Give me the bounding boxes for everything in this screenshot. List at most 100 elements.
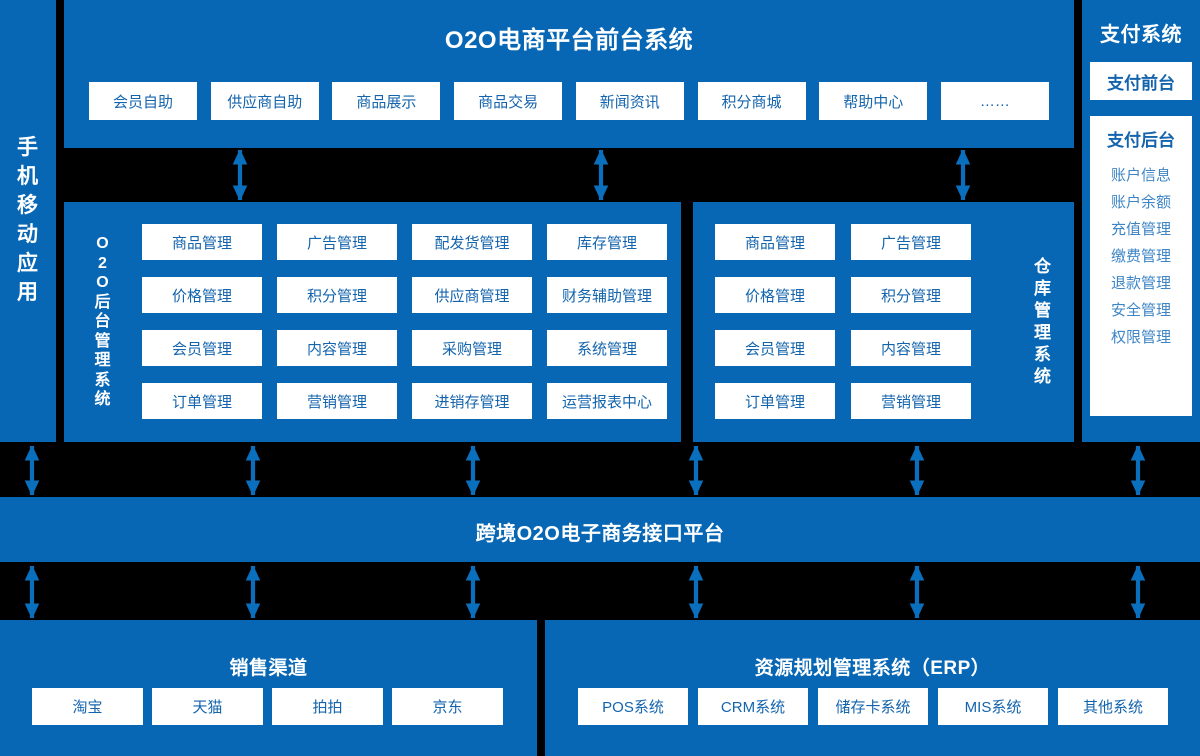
backend-label-char-2: O	[96, 274, 110, 292]
warehouse-label-char-5: 统	[1034, 367, 1052, 387]
backend-label-char-4: 台	[94, 313, 112, 331]
warehouse-management-panel: 商品管理广告管理价格管理积分管理会员管理内容管理订单管理营销管理 仓库管理系统	[693, 202, 1074, 442]
arrow-backend-to-interface-3	[688, 446, 704, 495]
front-end-system-panel: O2O电商平台前台系统 会员自助供应商自助商品展示商品交易新闻资讯积分商城帮助中…	[64, 0, 1074, 148]
backend-module-chip-15[interactable]: 运营报表中心	[547, 383, 667, 419]
arrow-backend-to-interface-1	[245, 446, 261, 495]
backend-label-char-3: 后	[94, 293, 112, 311]
backend-module-chip-4[interactable]: 价格管理	[142, 277, 262, 313]
arrow-backend-to-interface-0	[24, 446, 40, 495]
payment-backend-item-list: 账户信息账户余额充值管理缴费管理退款管理安全管理权限管理	[1111, 158, 1171, 353]
backend-module-chip-13[interactable]: 营销管理	[277, 383, 397, 419]
warehouse-module-grid: 商品管理广告管理价格管理积分管理会员管理内容管理订单管理营销管理	[715, 224, 995, 419]
sales-channel-chip-0[interactable]: 淘宝	[32, 688, 143, 725]
sales-channel-chip-list: 淘宝天猫拍拍京东	[32, 688, 503, 725]
erp-title: 资源规划管理系统（ERP）	[754, 658, 991, 679]
payment-backend-card: 支付后台 账户信息账户余额充值管理缴费管理退款管理安全管理权限管理	[1090, 116, 1192, 416]
front-module-chip-4[interactable]: 新闻资讯	[575, 82, 684, 120]
backend-label-char-5: 管	[94, 332, 112, 350]
backend-label-char-1: 2	[98, 254, 108, 272]
payment-backend-item-1[interactable]: 账户余额	[1110, 194, 1171, 211]
warehouse-module-chip-7[interactable]: 营销管理	[851, 383, 971, 419]
warehouse-module-chip-5[interactable]: 内容管理	[851, 330, 971, 366]
front-module-chip-2[interactable]: 商品展示	[332, 82, 441, 120]
arrow-interface-to-channel-3	[688, 566, 704, 618]
mobile-label-char-1: 机	[17, 165, 39, 189]
front-module-chip-7[interactable]: ……	[940, 82, 1049, 120]
payment-frontend-chip[interactable]: 支付前台	[1090, 62, 1192, 100]
backend-module-chip-1[interactable]: 广告管理	[277, 224, 397, 260]
backend-module-chip-3[interactable]: 库存管理	[547, 224, 667, 260]
warehouse-label-char-4: 系	[1034, 345, 1052, 365]
payment-backend-item-4[interactable]: 退款管理	[1110, 275, 1171, 292]
backend-module-chip-7[interactable]: 财务辅助管理	[547, 277, 667, 313]
payment-backend-item-0[interactable]: 账户信息	[1110, 167, 1171, 184]
payment-backend-item-5[interactable]: 安全管理	[1110, 302, 1171, 319]
front-end-system-title: O2O电商平台前台系统	[444, 27, 694, 54]
backend-module-chip-0[interactable]: 商品管理	[142, 224, 262, 260]
mobile-label-char-0: 手	[17, 136, 39, 160]
backend-module-chip-10[interactable]: 采购管理	[412, 330, 532, 366]
arrow-interface-to-channel-0	[24, 566, 40, 618]
front-module-chip-6[interactable]: 帮助中心	[819, 82, 928, 120]
backend-label-char-6: 理	[94, 352, 112, 370]
arrow-front-to-backend-1	[593, 150, 609, 200]
warehouse-module-chip-2[interactable]: 价格管理	[715, 277, 835, 313]
front-module-chip-5[interactable]: 积分商城	[697, 82, 806, 120]
warehouse-module-chip-6[interactable]: 订单管理	[715, 383, 835, 419]
mobile-label-char-4: 应	[17, 251, 39, 275]
mobile-label-char-2: 移	[17, 194, 39, 218]
sales-channel-chip-2[interactable]: 拍拍	[272, 688, 383, 725]
warehouse-module-chip-4[interactable]: 会员管理	[715, 330, 835, 366]
erp-chip-4[interactable]: 其他系统	[1058, 688, 1168, 725]
warehouse-management-label: 仓库管理系统	[1024, 234, 1062, 410]
front-module-chip-0[interactable]: 会员自助	[89, 82, 197, 120]
backend-module-chip-6[interactable]: 供应商管理	[412, 277, 532, 313]
payment-system-title: 支付系统	[1100, 24, 1182, 46]
erp-chip-1[interactable]: CRM系统	[698, 688, 808, 725]
backend-module-grid: 商品管理广告管理配发货管理库存管理价格管理积分管理供应商管理财务辅助管理会员管理…	[142, 224, 667, 419]
erp-chip-0[interactable]: POS系统	[578, 688, 688, 725]
warehouse-label-char-2: 管	[1034, 300, 1052, 320]
payment-backend-item-2[interactable]: 充值管理	[1110, 221, 1171, 238]
sales-channel-chip-3[interactable]: 京东	[392, 688, 503, 725]
payment-system-rail: 支付系统 支付前台 支付后台 账户信息账户余额充值管理缴费管理退款管理安全管理权…	[1082, 0, 1200, 442]
mobile-application-rail: 手机移动应用	[0, 0, 56, 442]
front-module-chip-3[interactable]: 商品交易	[454, 82, 563, 120]
arrow-backend-to-interface-5	[1130, 446, 1146, 495]
warehouse-module-chip-0[interactable]: 商品管理	[715, 224, 835, 260]
warehouse-label-char-3: 理	[1034, 323, 1052, 342]
erp-chip-3[interactable]: MIS系统	[938, 688, 1048, 725]
backend-module-chip-12[interactable]: 订单管理	[142, 383, 262, 419]
warehouse-module-chip-1[interactable]: 广告管理	[851, 224, 971, 260]
backend-module-chip-2[interactable]: 配发货管理	[412, 224, 532, 260]
erp-chip-2[interactable]: 储存卡系统	[818, 688, 928, 725]
arrow-interface-to-channel-2	[465, 566, 481, 618]
payment-backend-item-6[interactable]: 权限管理	[1110, 329, 1171, 346]
sales-channel-chip-1[interactable]: 天猫	[152, 688, 263, 725]
front-module-chip-1[interactable]: 供应商自助	[210, 82, 319, 120]
sales-channel-title: 销售渠道	[229, 658, 308, 679]
arrow-front-to-backend-2	[955, 150, 971, 200]
payment-backend-item-3[interactable]: 缴费管理	[1110, 248, 1171, 265]
backend-label-char-7: 系	[94, 371, 112, 389]
payment-backend-title: 支付后台	[1107, 131, 1175, 150]
warehouse-module-chip-3[interactable]: 积分管理	[851, 277, 971, 313]
backend-module-chip-8[interactable]: 会员管理	[142, 330, 262, 366]
backend-label-char-0: O	[96, 235, 110, 253]
backend-module-chip-11[interactable]: 系统管理	[547, 330, 667, 366]
backend-module-chip-5[interactable]: 积分管理	[277, 277, 397, 313]
backend-module-chip-9[interactable]: 内容管理	[277, 330, 397, 366]
arrow-backend-to-interface-4	[909, 446, 925, 495]
arrow-interface-to-channel-4	[909, 566, 925, 618]
arrow-interface-to-channel-5	[1130, 566, 1146, 618]
arrow-backend-to-interface-2	[465, 446, 481, 495]
arrow-front-to-backend-0	[232, 150, 248, 200]
warehouse-label-char-0: 仓	[1034, 256, 1052, 276]
arrow-interface-to-channel-1	[245, 566, 261, 618]
backend-module-chip-14[interactable]: 进销存管理	[412, 383, 532, 419]
mobile-application-label: 手机移动应用	[0, 0, 56, 442]
